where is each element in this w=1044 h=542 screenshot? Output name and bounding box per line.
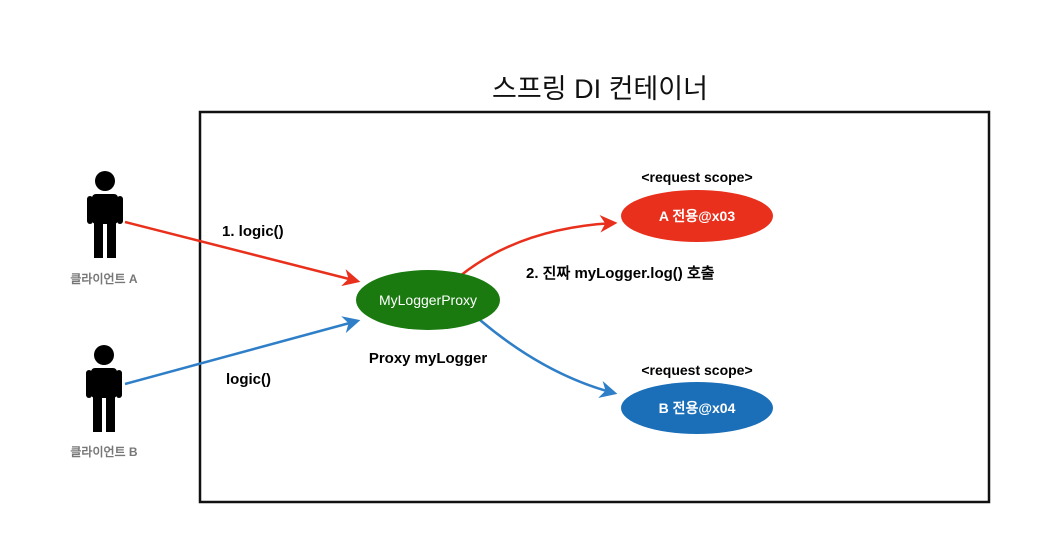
proxy-node-label: MyLoggerProxy (379, 292, 477, 308)
proxy-node (356, 270, 500, 330)
arrow-proxy-to-scope-b (479, 319, 618, 398)
scope-b-label: <request scope> (641, 362, 752, 378)
scope-a-node (621, 190, 773, 242)
person-icon (87, 171, 123, 258)
client-a-label: 클라이언트 A (70, 271, 138, 286)
scope-b-node (621, 382, 773, 434)
arrow-client-b-to-proxy (124, 316, 361, 386)
proxy-caption: Proxy myLogger (369, 350, 488, 367)
call-label-b: logic() (226, 371, 271, 388)
scope-a-node-label: A 전용@x03 (659, 208, 735, 224)
scope-b-node-label: B 전용@x04 (659, 400, 736, 416)
real-call-label: 2. 진짜 myLogger.log() 호출 (526, 265, 715, 282)
spring-container-box (198, 110, 991, 504)
scope-a-label: <request scope> (641, 169, 752, 185)
arrow-proxy-to-scope-a (459, 215, 618, 277)
call-label-a: 1. logic() (222, 223, 284, 240)
person-icon (86, 345, 122, 432)
container-title: 스프링 DI 컨테이너 (492, 74, 708, 104)
client-b-label: 클라이언트 B (70, 444, 138, 459)
arrow-client-a-to-proxy (124, 220, 361, 287)
